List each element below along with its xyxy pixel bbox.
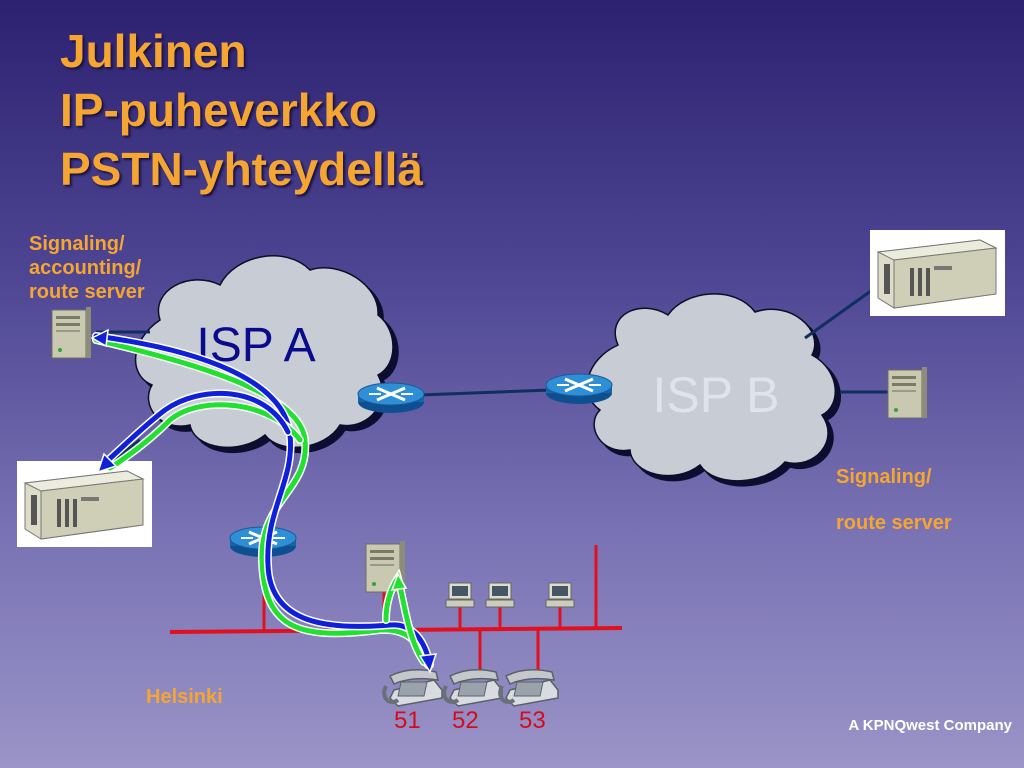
pc-2 [485, 582, 515, 608]
slide-title: Julkinen IP-puheverkko PSTN-yhteydellä [60, 22, 423, 199]
server-a-label-line-3: route server [29, 281, 145, 303]
link-isp-a-isp-b [419, 388, 551, 397]
phone-51-number: 51 [394, 707, 421, 734]
rack-server-top-right [869, 229, 1006, 317]
router-isp-b [544, 372, 614, 406]
footer-company: A KPNQwest Company [848, 717, 1012, 734]
phone-53-number: 53 [519, 707, 546, 734]
server-a-label-line-2: accounting/ [29, 257, 142, 279]
arrowhead-gateway [390, 572, 408, 591]
phone-53 [498, 667, 560, 708]
arrowhead-phone-51 [418, 653, 438, 674]
signal-path-blue-2 [103, 391, 291, 465]
signal-path-green [93, 337, 431, 668]
isp-b-cloud [586, 293, 836, 482]
title-line-2: IP-puheverkko [60, 84, 377, 136]
signal-path-blue [93, 333, 433, 668]
title-line-1: Julkinen [60, 25, 247, 77]
server-b-label-line-2: route server [836, 512, 952, 534]
server-a-label: Signaling/ accounting/ route server [29, 232, 145, 304]
isp-b-label: ISP B [653, 367, 780, 423]
server-b-tower [887, 366, 928, 419]
signal-path-green-2 [107, 402, 303, 471]
phone-51 [382, 667, 444, 708]
server-b-label-line-1: Signaling/ [836, 466, 932, 488]
phone-52-number: 52 [452, 707, 479, 734]
server-a-tower [51, 306, 92, 359]
pc-1 [445, 582, 475, 608]
link-isp-b-rack [804, 286, 876, 340]
pc-3 [545, 582, 575, 608]
server-a-label-line-1: Signaling/ [29, 233, 125, 255]
router-isp-a [356, 381, 426, 415]
arrowhead-server-a [90, 328, 109, 348]
location-label: Helsinki [146, 686, 223, 708]
server-b-label: Signaling/ route server [836, 454, 952, 546]
title-line-3: PSTN-yhteydellä [60, 143, 423, 195]
phone-52 [442, 667, 504, 708]
rack-server-left [16, 460, 153, 548]
arrowhead-rack-left [96, 452, 118, 474]
